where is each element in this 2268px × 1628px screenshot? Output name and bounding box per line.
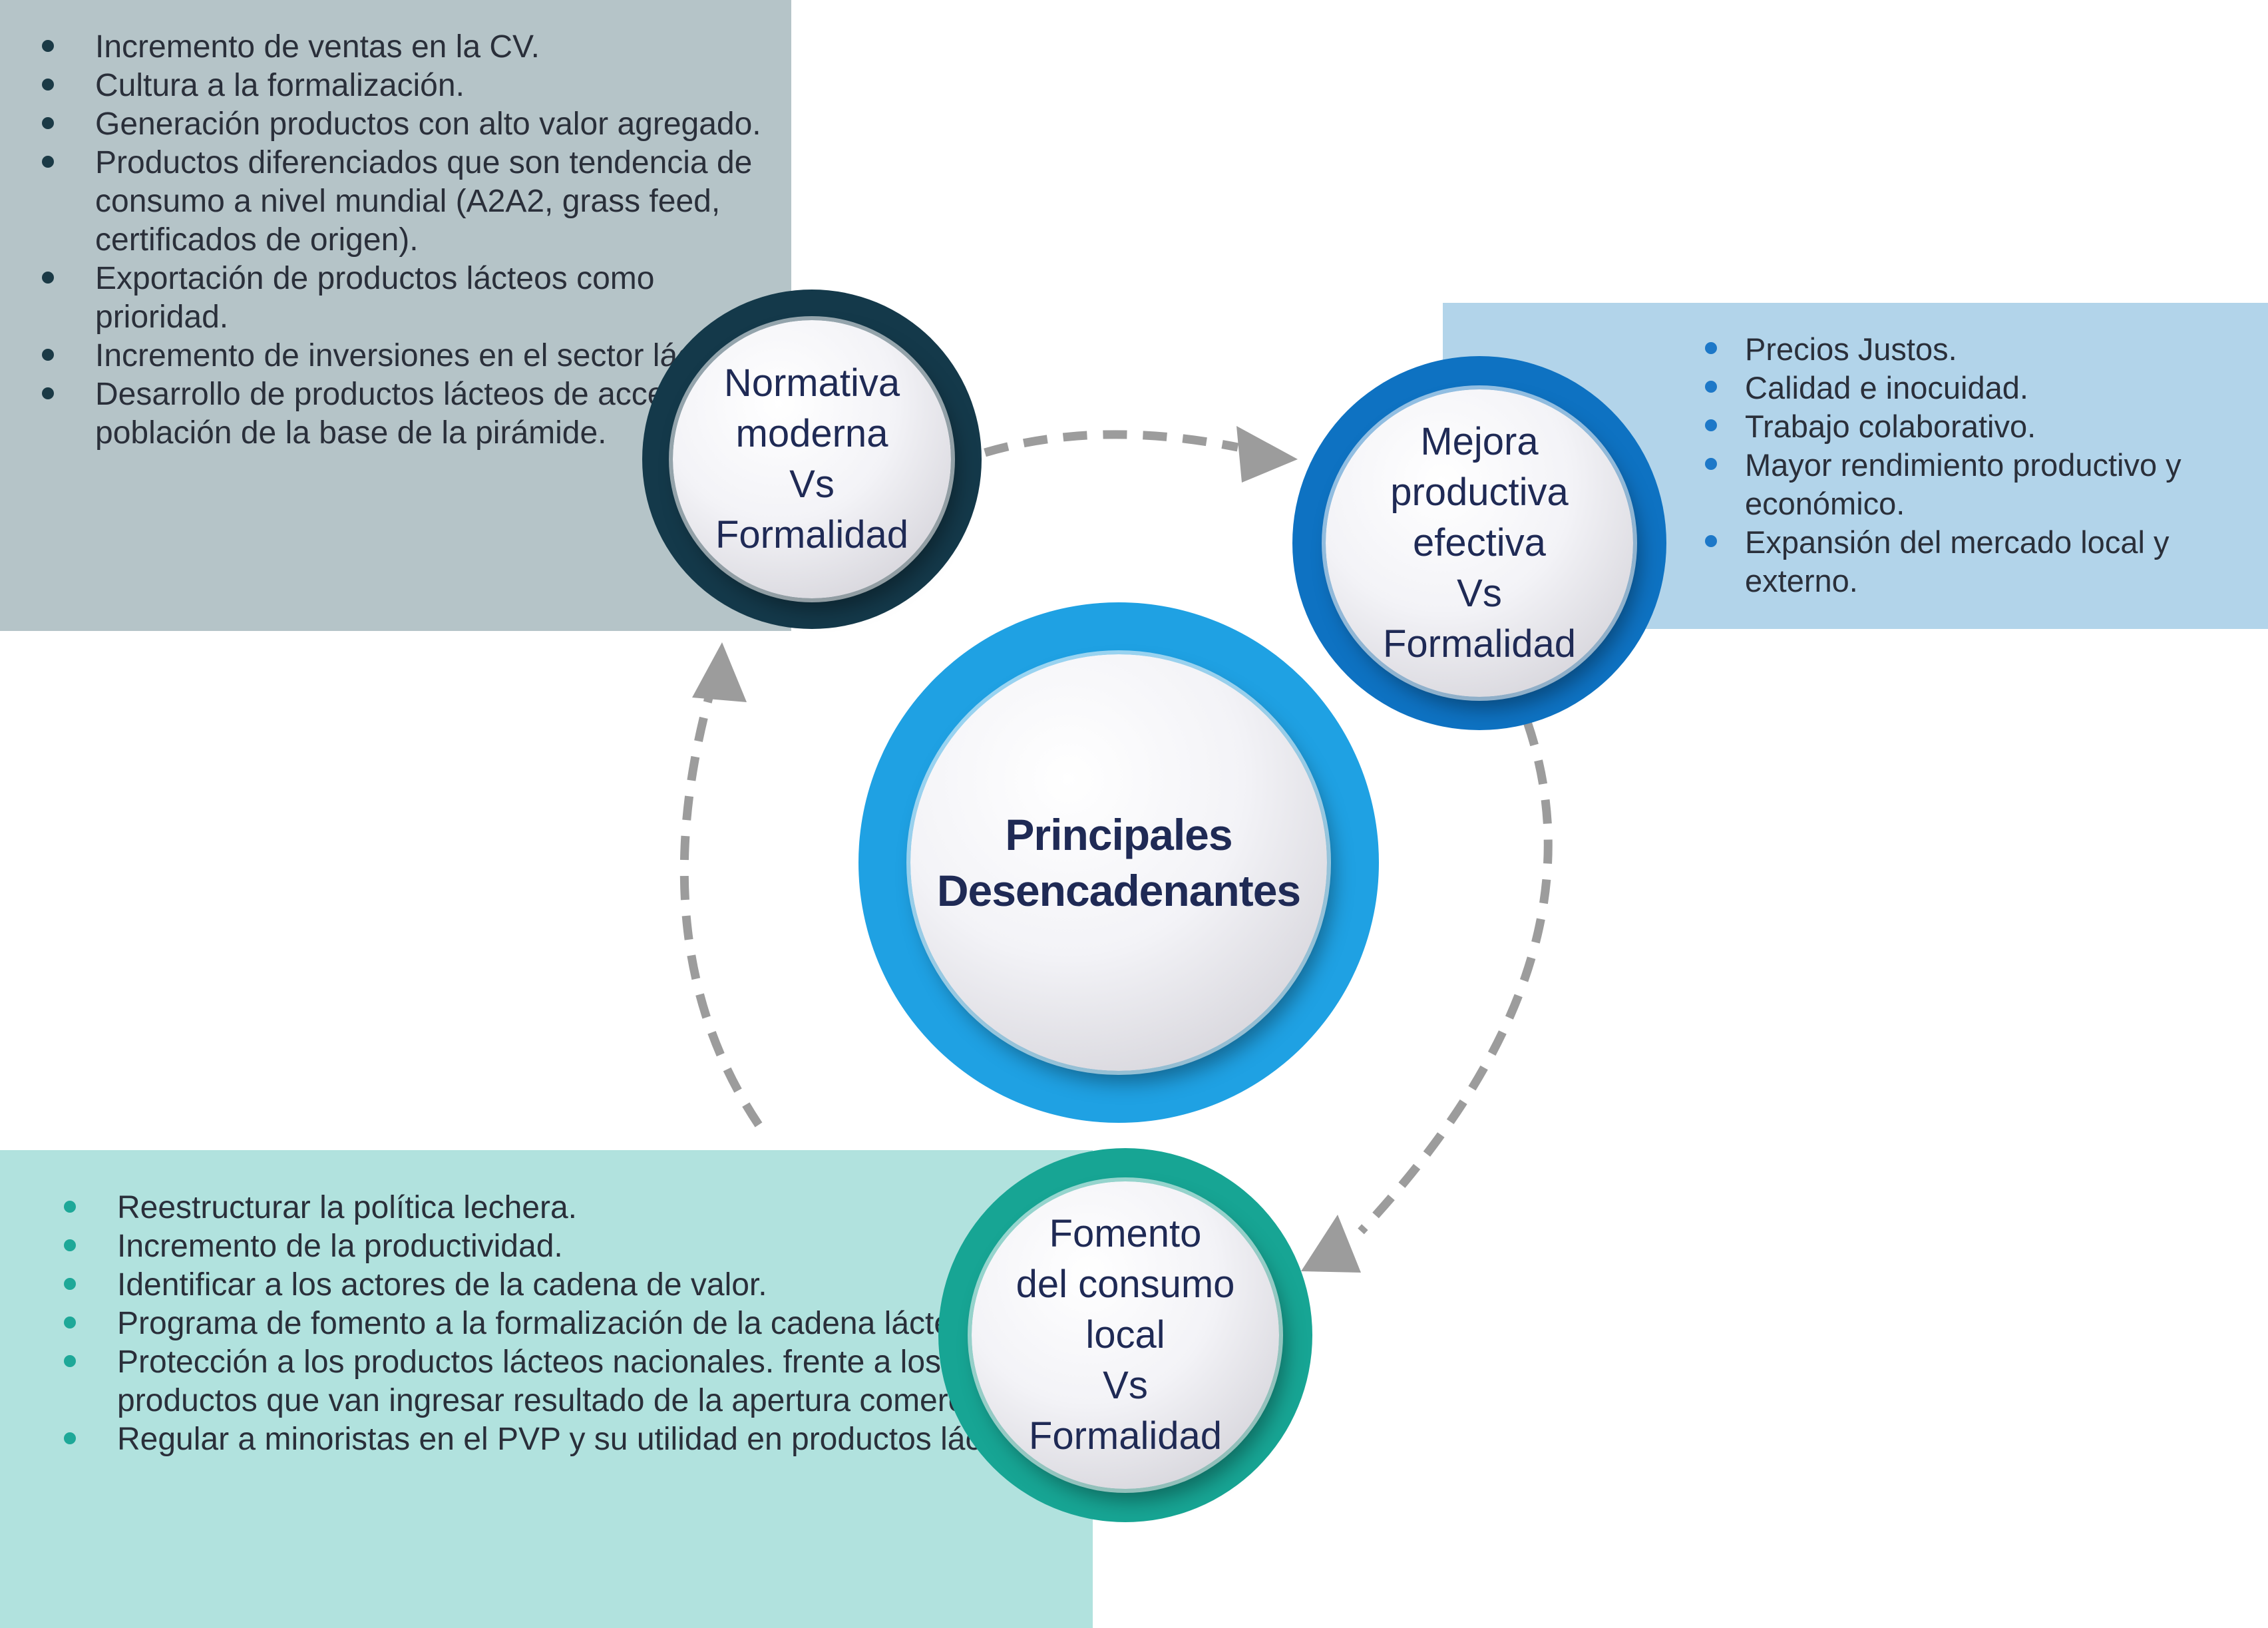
list-item: Incremento de inversiones en el sector l…: [42, 337, 774, 375]
list-item: Cultura a la formalización.: [42, 67, 774, 105]
list-item: Regular a minoristas en el PVP y su util…: [64, 1420, 1069, 1459]
arrow-fomento-to-normativa: [679, 684, 763, 1127]
label-line: productiva: [1390, 471, 1569, 514]
arrow-normativa-to-mejora: [984, 430, 1239, 457]
label-line: local: [1085, 1313, 1165, 1356]
label-line: Formalidad: [1382, 622, 1577, 666]
node-mejora-core: Mejora productiva efectiva Vs Formalidad: [1326, 389, 1633, 697]
node-fomento-label: Fomento del consumo local Vs Formalidad: [1016, 1209, 1235, 1462]
label-line: Formalidad: [1028, 1414, 1223, 1458]
label-line: Vs: [1457, 572, 1502, 615]
list-item: Identificar a los actores de la cadena d…: [64, 1266, 1069, 1305]
node-normativa-label: Normativa moderna Vs Formalidad: [715, 358, 908, 560]
label-line: Normativa: [723, 361, 900, 405]
list-item: Reestructurar la política lechera.: [64, 1189, 1069, 1227]
label-line: Mejora: [1420, 420, 1539, 463]
list-item: Incremento de ventas en la CV.: [42, 28, 774, 67]
arrowhead-fomento: [1301, 1215, 1361, 1273]
center-title: Principales Desencadenantes: [936, 807, 1301, 918]
node-normativa-core: Normativa moderna Vs Formalidad: [673, 320, 951, 598]
list-item: Exportación de productos lácteos como pr…: [42, 260, 774, 337]
center-title-line: Principales: [1005, 810, 1232, 859]
label-line: Vs: [1103, 1364, 1148, 1407]
list-item: Trabajo colaborativo.: [1705, 407, 2251, 446]
list-top-left: Incremento de ventas en la CV. Cultura a…: [42, 28, 774, 453]
panel-bottom-left: [0, 1150, 1093, 1628]
node-mejora: Mejora productiva efectiva Vs Formalidad: [1292, 356, 1666, 730]
arrowhead-normativa: [692, 642, 747, 702]
label-line: del consumo: [1016, 1263, 1235, 1306]
list-item: Desarrollo de productos lácteos de acces…: [42, 375, 774, 453]
list-item: Generación productos con alto valor agre…: [42, 105, 774, 144]
label-line: Formalidad: [715, 513, 909, 556]
node-center-core: Principales Desencadenantes: [910, 654, 1327, 1071]
list-item: Incremento de la productividad.: [64, 1227, 1069, 1266]
node-normativa: Normativa moderna Vs Formalidad: [642, 290, 982, 629]
label-line: Fomento: [1049, 1212, 1202, 1255]
label-line: moderna: [735, 412, 888, 455]
list-item: Precios Justos.: [1705, 330, 2251, 369]
label-line: Vs: [789, 463, 835, 506]
list-item: Protección a los productos lácteos nacio…: [64, 1343, 1069, 1420]
label-line: efectiva: [1413, 521, 1546, 564]
center-title-line: Desencadenantes: [936, 866, 1301, 915]
arrow-mejora-to-fomento: [1358, 720, 1553, 1235]
list-item: Calidad e inocuidad.: [1705, 369, 2251, 407]
list-item: Programa de fomento a la formalización d…: [64, 1305, 1069, 1343]
list-item: Productos diferenciados que son tendenci…: [42, 144, 774, 260]
list-bottom-left: Reestructurar la política lechera. Incre…: [64, 1189, 1069, 1459]
node-mejora-label: Mejora productiva efectiva Vs Formalidad: [1383, 417, 1576, 670]
list-item: Mayor rendimiento productivo y económico…: [1705, 446, 2251, 523]
list-item: Expansión del mercado local y externo.: [1705, 523, 2251, 600]
node-fomento: Fomento del consumo local Vs Formalidad: [938, 1148, 1312, 1522]
arrowhead-mejora: [1236, 426, 1298, 483]
list-top-right: Precios Justos. Calidad e inocuidad. Tra…: [1705, 330, 2251, 600]
node-center: Principales Desencadenantes: [858, 602, 1379, 1123]
node-fomento-core: Fomento del consumo local Vs Formalidad: [972, 1181, 1279, 1489]
